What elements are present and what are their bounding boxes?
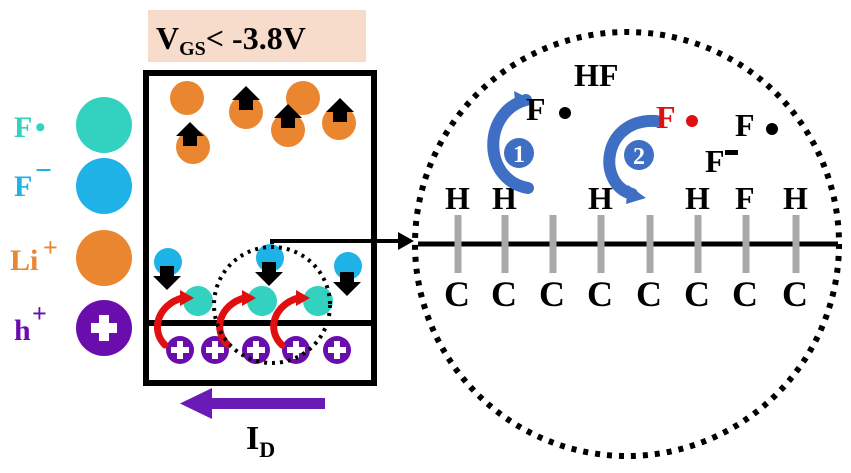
up-arrow-icon (274, 104, 302, 128)
zoom-circle (412, 29, 842, 459)
down-arrow-icon (255, 262, 283, 286)
bonds (454, 215, 800, 273)
radical-dot-icon (766, 123, 778, 135)
legend-hole-symbol: h (14, 314, 31, 347)
down-arrow-icon (333, 272, 361, 296)
f-radical-label: F (526, 91, 546, 127)
lithium-ion (170, 81, 204, 115)
carbon-atom: C (636, 274, 662, 314)
orange-circle-icon (76, 230, 132, 286)
f-radical (247, 286, 277, 316)
f-radical-label: F (735, 107, 755, 143)
carbon-atom: C (491, 274, 517, 314)
red-arrowhead-icon (242, 290, 256, 306)
teal-circle-icon (76, 97, 132, 153)
current-arrow-shaft (210, 398, 325, 409)
device-outline (143, 70, 377, 386)
surface-atom: F (735, 180, 755, 216)
legend-lithium-symbol: Li (10, 244, 38, 277)
legend-hole: h + (14, 299, 132, 356)
zoom-source-circle (212, 245, 332, 365)
red-arrowhead-icon (180, 290, 194, 306)
down-arrows (153, 262, 361, 296)
legend-fluoride: F − (14, 154, 132, 214)
drain-current: ID (180, 388, 325, 462)
radical-dot-icon (559, 107, 571, 119)
fluoride-label: F (705, 143, 725, 179)
surface-atoms: H H H H F H (445, 180, 808, 216)
purple-plus-circle-icon (76, 300, 132, 356)
current-arrow-icon (180, 388, 212, 419)
minus-sign-icon (725, 150, 738, 155)
carbon-atom: C (587, 274, 613, 314)
hole-icon (323, 336, 351, 364)
red-curved-arrow-icon (153, 294, 186, 349)
carbon-atom: C (732, 274, 758, 314)
lithium-ion (271, 113, 305, 147)
legend-lithium: Li + (10, 230, 132, 286)
hf-label: HF (574, 57, 618, 93)
surface-atom: H (783, 180, 808, 216)
up-arrows (176, 86, 354, 146)
surface-atom: H (445, 180, 470, 216)
zoom-arrow-icon (398, 232, 414, 250)
legend-f-radical-mark: • (35, 111, 46, 144)
f-radical-label-highlight: F (656, 99, 676, 135)
carbon-atoms: C C C C C C C C (444, 274, 808, 314)
legend-fluoride-mark: − (35, 154, 52, 187)
surface-atom: H (685, 180, 710, 216)
step-badge (504, 138, 534, 168)
legend-hole-mark: + (32, 299, 47, 328)
zoom-connector (270, 232, 414, 250)
zoom-view: H H H H F H C C C C C C C C 1 (412, 29, 842, 459)
lithium-ion (322, 106, 356, 140)
f-radical (183, 286, 213, 316)
red-curved-arrow-icon (270, 294, 302, 349)
red-arrow-heads (180, 290, 310, 306)
vgs-label: VGS< -3.8V (148, 10, 366, 62)
current-label: ID (246, 420, 275, 462)
lithium-ion (286, 81, 320, 115)
carbon-atom: C (444, 274, 470, 314)
blue-circle-icon (76, 158, 132, 214)
up-arrow-icon (326, 98, 354, 122)
blue-arrowhead-icon (626, 185, 646, 204)
up-arrow-icon (176, 122, 204, 146)
up-arrow-icon (232, 86, 260, 110)
surface-atom: H (588, 180, 613, 216)
blue-arrowhead-icon (514, 91, 534, 110)
legend-fluoride-symbol: F (14, 170, 32, 203)
down-arrow-icon (153, 266, 181, 290)
legend-lithium-mark: + (43, 233, 58, 262)
vgs-label-text: VGS< -3.8V (156, 20, 306, 60)
zoom-connector-line (270, 239, 400, 244)
carbon-atom: C (782, 274, 808, 314)
device-box (143, 70, 377, 386)
carbon-atom: C (684, 274, 710, 314)
zoom-species: F HF F F F (526, 57, 778, 179)
blue-curved-arrow-icon (487, 94, 534, 194)
hole-icon (166, 336, 194, 364)
step-badge (624, 140, 654, 170)
f-radical (303, 286, 333, 316)
radical-dot-icon (686, 115, 698, 127)
blue-curved-arrow-icon (603, 114, 662, 200)
f-radicals-interface (183, 286, 333, 316)
red-arrowhead-icon (296, 290, 310, 306)
legend-f-radical-symbol: F (14, 111, 32, 144)
lithium-ions-top (170, 81, 356, 164)
hole-icon (242, 336, 270, 364)
carbon-atom: C (539, 274, 565, 314)
reaction-step-1: 1 (487, 91, 534, 194)
legend: F • F − Li + h + (10, 97, 132, 356)
hole-icon (282, 336, 310, 364)
step-number: 1 (513, 142, 525, 168)
legend-f-radical: F • (14, 97, 132, 153)
step-number: 2 (633, 144, 645, 170)
lithium-ion (229, 95, 263, 129)
reaction-step-2: 2 (603, 114, 662, 204)
vgs-label-background (148, 10, 366, 62)
